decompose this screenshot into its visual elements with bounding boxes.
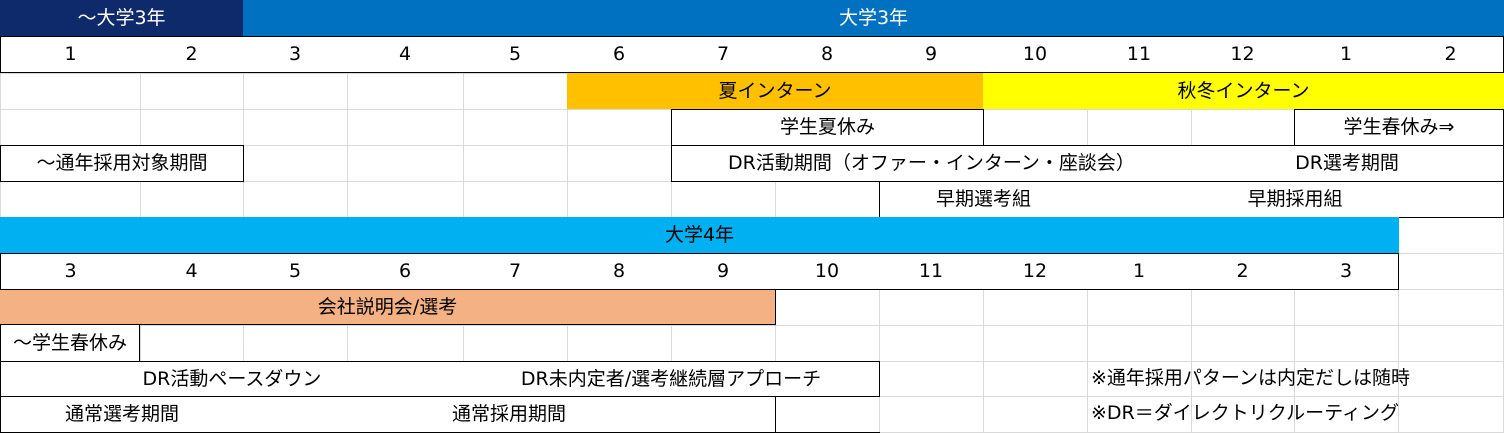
month-cell: 1 [1294,36,1399,73]
grid-line-vertical [671,0,672,433]
month-cell: 1 [0,36,141,73]
month-cell: 6 [347,253,464,290]
spring-vacation-end-box: 〜学生春休み [0,325,140,362]
month-cell: 5 [243,253,348,290]
grid-line-vertical [775,0,776,433]
empty-bordered-cell [775,396,880,433]
month-cell: 12 [983,253,1088,290]
summer-vacation-box: 学生夏休み [671,109,984,146]
month-cell: 4 [347,36,464,73]
grid-line-horizontal [0,325,1504,326]
dr-pace-down-box: DR活動ペースダウン [0,361,464,397]
month-cell: 10 [983,36,1088,73]
month-cell: 12 [1191,36,1295,73]
briefing-selection-bar: 会社説明会/選考 [0,289,776,325]
month-cell: 7 [463,253,568,290]
month-cell: 10 [775,253,880,290]
month-cell: 2 [1398,36,1504,73]
month-cell: 3 [1294,253,1399,290]
summer-intern-bar: 夏インターン [567,73,983,109]
early-selection-box: 早期選考組 [879,181,1088,218]
autumn-winter-intern-bar: 秋冬インターン [983,73,1504,109]
dr-selection-box: DR選考期間 [1191,145,1504,182]
header-year4: 大学4年 [0,217,1399,253]
month-cell: 7 [671,36,776,73]
month-cell: 6 [567,36,672,73]
note-dr-definition: ※DR＝ダイレクトリクルーティング [1091,402,1400,424]
grid-line-vertical [243,0,244,433]
grid-line-vertical [140,0,141,433]
grid-line-vertical [347,0,348,433]
month-cell: 2 [140,36,244,73]
header-year3: 大学3年 [243,0,1504,37]
normal-selection-box: 通常選考期間 [0,396,244,433]
month-cell: 9 [671,253,776,290]
grid-line-vertical [463,0,464,433]
dr-activity-box: DR活動期間（オファー・インターン・座談会） [671,145,1192,182]
month-cell: 5 [463,36,568,73]
month-cell: 4 [140,253,244,290]
month-cell: 3 [0,253,141,290]
note-year-round: ※通年採用パターンは内定だしは随時 [1091,367,1410,389]
month-cell: 8 [775,36,880,73]
month-cell: 1 [1087,253,1192,290]
month-cell: 11 [879,253,984,290]
dr-approach-box: DR未内定者/選考継続層アプローチ [463,361,880,397]
spring-vacation-box: 学生春休み⇒ [1294,109,1504,146]
grid-line-vertical [0,0,1,433]
year-round-period-box: 〜通年採用対象期間 [0,145,244,182]
header-pre-year3: 〜大学3年 [0,0,243,37]
early-hiring-box: 早期採用組 [1087,181,1504,218]
month-cell: 11 [1087,36,1192,73]
month-cell: 3 [243,36,348,73]
month-cell: 9 [879,36,984,73]
month-cell: 8 [567,253,672,290]
grid-line-vertical [567,0,568,433]
month-cell: 2 [1191,253,1295,290]
normal-hiring-box: 通常採用期間 [243,396,776,433]
